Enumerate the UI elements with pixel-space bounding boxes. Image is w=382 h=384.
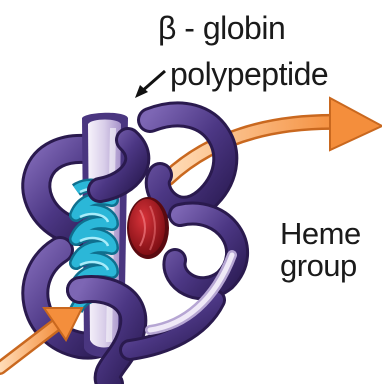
polypeptide-label: polypeptide	[170, 56, 328, 93]
pointer-arrow-icon	[135, 71, 165, 98]
heme-group-icon	[127, 197, 169, 259]
heme-label: Heme	[280, 216, 361, 252]
group-label: group	[280, 248, 357, 284]
beta-globin-label: β - globin	[158, 10, 285, 47]
